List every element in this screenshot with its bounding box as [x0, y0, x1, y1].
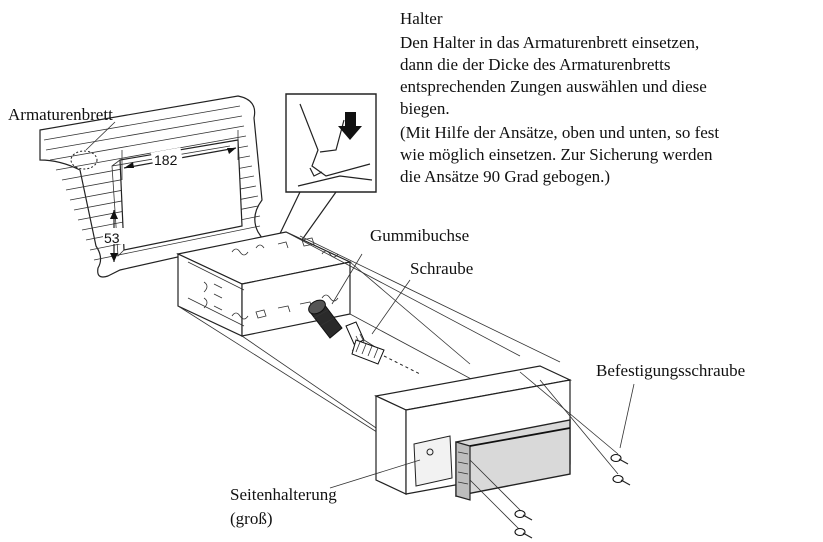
- armaturenbrett-label: Armaturenbrett: [8, 105, 113, 124]
- fixing-screw-2: [612, 474, 631, 486]
- schraube-leader: [371, 279, 411, 335]
- halter-desc-line-7: die Ansätze 90 Grad gebogen.): [400, 167, 610, 186]
- halter-desc-line-2: dann die der Dicke des Armaturenbretts: [400, 55, 671, 74]
- press-arrow-icon: [338, 112, 362, 140]
- rubber-bushing: [308, 299, 343, 339]
- halter-title: Halter: [400, 9, 443, 28]
- dimension-height: 53: [103, 210, 125, 262]
- head-unit: [374, 365, 572, 501]
- gummibuchse-leader: [331, 253, 363, 305]
- dashboard-hole: [70, 150, 98, 170]
- height-dimension-value: 53: [104, 230, 120, 246]
- befestigungsschraube-leader: [619, 383, 635, 449]
- halter-desc-line-5: (Mit Hilfe der Ansätze, oben und unten, …: [400, 123, 719, 142]
- screw: [345, 321, 385, 365]
- fixing-screw-1: [610, 453, 629, 465]
- seitenhalterung-label: Seitenhalterung: [230, 485, 337, 504]
- fixing-screw-3: [514, 509, 533, 521]
- dimension-width: 182: [121, 130, 239, 180]
- screw-path: [383, 355, 421, 375]
- fixing-screw-4: [514, 527, 533, 539]
- halter-desc-line-3: entsprechenden Zungen auswählen und dies…: [400, 77, 707, 96]
- screw-guides: [469, 371, 619, 533]
- armaturenbrett-leader: [85, 121, 116, 151]
- schraube-label: Schraube: [410, 259, 473, 278]
- halter-desc-line-6: wie möglich einsetzen. Zur Sicherung wer…: [400, 145, 713, 164]
- gummibuchse-label: Gummibuchse: [370, 226, 469, 245]
- seitenhalterung-size-label: (groß): [230, 509, 272, 528]
- befestigungsschraube-label: Befestigungsschraube: [596, 361, 745, 380]
- width-dimension-value: 182: [154, 152, 178, 168]
- dashboard-panel: [39, 95, 263, 278]
- halter-desc-line-1: Den Halter in das Armaturenbrett einsetz…: [400, 33, 699, 52]
- seitenhalterung-leader: [329, 459, 421, 489]
- halter-desc-line-4: biegen.: [400, 99, 450, 118]
